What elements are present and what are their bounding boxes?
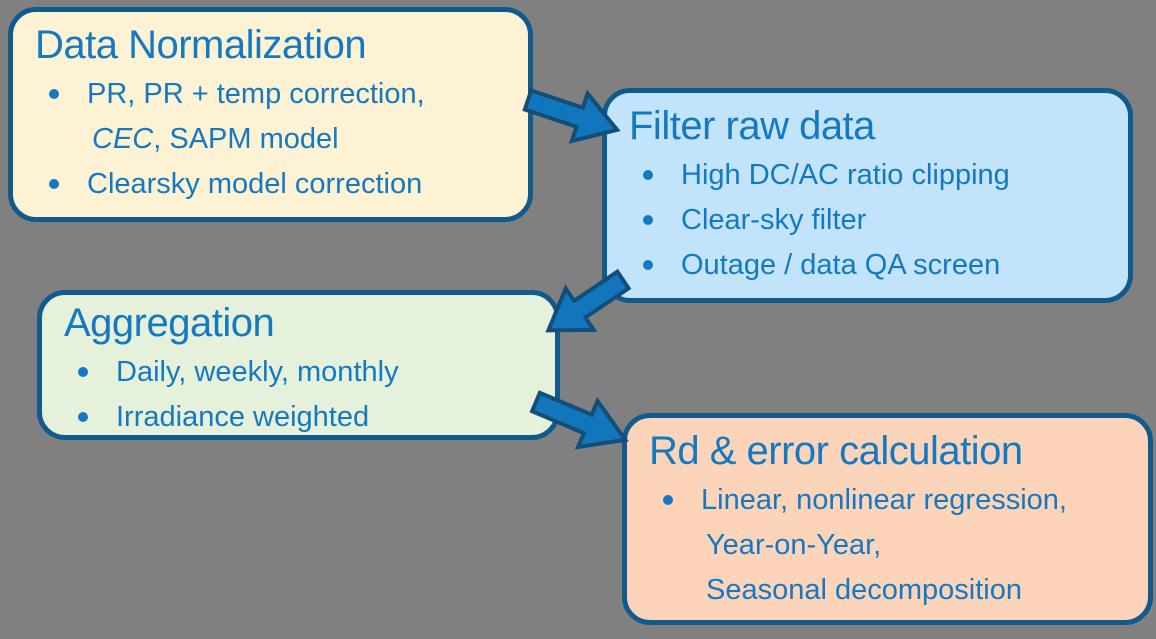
arrow-filter-to-aggregation-icon xyxy=(533,258,638,353)
bullet-line: CEC, SAPM model xyxy=(92,123,339,156)
arrow-normalization-to-filter-icon xyxy=(519,74,625,155)
bullet-line: Daily, weekly, monthly xyxy=(116,356,399,389)
bullet-item: High DC/AC ratio clipping xyxy=(629,153,1110,198)
box-title: Aggregation xyxy=(64,301,275,345)
bullet-line: High DC/AC ratio clipping xyxy=(681,159,1010,192)
bullet-line: Outage / data QA screen xyxy=(681,249,1001,282)
bullet-line: Clearsky model correction xyxy=(87,168,423,201)
bullet-item: Daily, weekly, monthly xyxy=(64,350,537,395)
box-title: Rd & error calculation xyxy=(649,429,1023,473)
box-filter-raw-data: Filter raw data High DC/AC ratio clippin… xyxy=(602,88,1133,303)
bullet-item: Linear, nonlinear regression, Year-on-Yea… xyxy=(649,478,1130,613)
bullet-item: Outage / data QA screen xyxy=(629,243,1110,288)
arrow-aggregation-to-rd-icon xyxy=(525,377,635,465)
box-title: Filter raw data xyxy=(629,104,875,148)
bullet-list: Linear, nonlinear regression, Year-on-Yea… xyxy=(649,478,1130,613)
bullet-item: Clear-sky filter xyxy=(629,198,1110,243)
bullet-line: Irradiance weighted xyxy=(116,401,370,434)
box-rd-error-calculation: Rd & error calculation Linear, nonlinear… xyxy=(622,413,1153,625)
bullet-list: PR, PR + temp correction, CEC, SAPM model… xyxy=(35,72,510,207)
box-data-normalization: Data Normalization PR, PR + temp correct… xyxy=(8,7,533,222)
bullet-line: Year-on-Year, xyxy=(706,529,882,562)
bullet-item: Clearsky model correction xyxy=(35,162,510,207)
bullet-line: PR, PR + temp correction, xyxy=(87,78,425,111)
bullet-line: Seasonal decomposition xyxy=(706,574,1022,607)
bullet-item: PR, PR + temp correction, CEC, SAPM model xyxy=(35,72,510,162)
bullet-line: Clear-sky filter xyxy=(681,204,867,237)
bullet-item: Irradiance weighted xyxy=(64,395,537,440)
box-title: Data Normalization xyxy=(35,23,367,67)
bullet-line: Linear, nonlinear regression, xyxy=(701,484,1067,517)
